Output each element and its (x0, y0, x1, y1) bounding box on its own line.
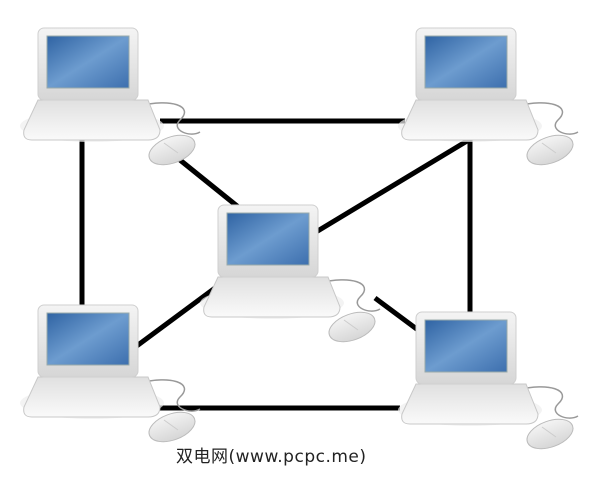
keyboard-base (401, 99, 539, 141)
computers (20, 27, 579, 450)
mouse-icon (526, 134, 574, 166)
screen (46, 35, 130, 89)
mouse-icon (526, 418, 574, 450)
mouse-icon (328, 311, 376, 343)
link-bottom-left-center (132, 285, 217, 351)
monitor (37, 27, 139, 101)
links (79, 118, 474, 411)
screen (46, 312, 130, 366)
link-top-left-center (178, 158, 244, 212)
keyboard-base (23, 99, 161, 141)
keyboard-base (23, 376, 161, 418)
monitor (415, 27, 517, 101)
mouse-icon (148, 134, 196, 166)
screen (226, 212, 310, 266)
computer-bottom-left (20, 304, 201, 443)
screen (424, 319, 508, 373)
computer-center (200, 204, 381, 343)
computer-top-right (398, 27, 579, 166)
mouse-icon (148, 411, 196, 443)
computer-bottom-right (398, 311, 579, 450)
screen (424, 35, 508, 89)
monitor (415, 311, 517, 385)
computer-top-left (20, 27, 201, 166)
monitor (217, 204, 319, 278)
monitor (37, 304, 139, 378)
link-bottom-right-center (373, 295, 420, 333)
link-top-right-center (314, 135, 474, 235)
watermark-caption: 双电网(www.pcpc.me) (176, 447, 367, 467)
keyboard-base (401, 383, 539, 425)
keyboard-base (203, 276, 341, 318)
